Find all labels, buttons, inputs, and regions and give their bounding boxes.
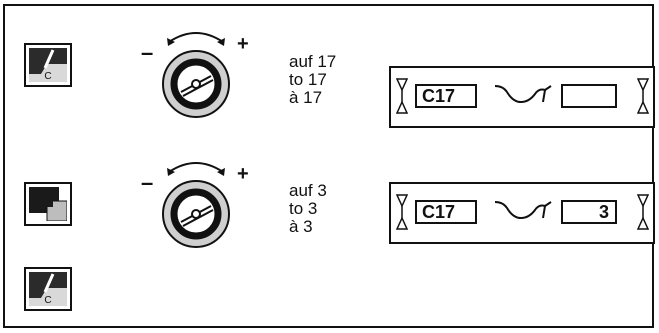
display-code: C17 (415, 84, 477, 108)
line-french: à 3 (289, 217, 313, 236)
rotary-knob-icon: – + (141, 156, 251, 251)
rim-profile-icon (494, 201, 552, 220)
lcd-display: C17 3 (389, 182, 655, 244)
plus-sign: + (237, 163, 249, 185)
hourglass-left-icon (396, 194, 408, 230)
instruction-panel: C – + auf 17 to 17 à 17 (3, 4, 655, 328)
key-caption: C (44, 71, 52, 82)
rim-profile-icon (494, 85, 552, 104)
display-value (561, 84, 617, 108)
line-english: to 3 (289, 199, 318, 218)
line-french: à 17 (289, 88, 323, 107)
minus-sign: – (141, 40, 154, 65)
line-german: auf 3 (289, 181, 327, 200)
plus-sign: + (237, 33, 249, 55)
display-code: C17 (415, 200, 477, 224)
target-value-lines: auf 17 to 17 à 17 (289, 53, 336, 107)
rotary-knob-icon: – + (141, 26, 251, 121)
minus-sign: – (141, 170, 154, 195)
cancel-c-key-icon: C (24, 43, 72, 87)
hourglass-right-icon (637, 194, 649, 230)
display-value: 3 (561, 200, 617, 224)
hourglass-right-icon (637, 78, 649, 114)
black-square-key-icon (24, 182, 72, 226)
cancel-c-key-icon: C (24, 267, 72, 311)
hourglass-left-icon (396, 78, 408, 114)
key-caption: C (44, 295, 52, 306)
line-english: to 17 (289, 70, 327, 89)
line-german: auf 17 (289, 52, 337, 71)
target-value-lines: auf 3 to 3 à 3 (289, 182, 327, 236)
lcd-display: C17 (389, 66, 655, 128)
